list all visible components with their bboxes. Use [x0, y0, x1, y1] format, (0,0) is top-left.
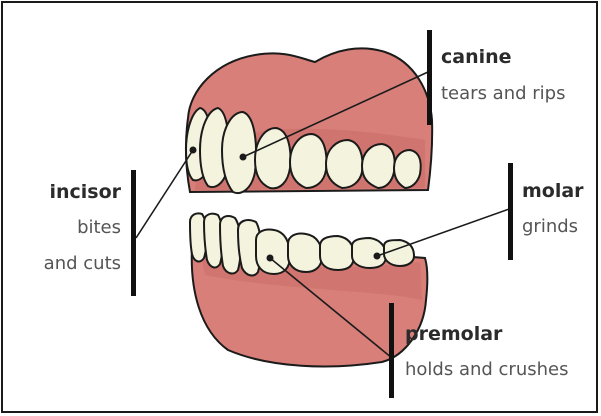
incisor-description-line2: and cuts: [20, 255, 121, 273]
incisor-label-bar: [131, 170, 136, 296]
incisor-description-line1: bites: [20, 219, 121, 237]
molar-pointer: [377, 208, 512, 256]
lower-premolar-2: [288, 233, 322, 272]
molar-label-bar: [508, 163, 513, 260]
upper-molar-2: [362, 144, 395, 188]
molar-description: grinds: [522, 218, 578, 236]
upper-molar-1: [326, 140, 362, 188]
incisor-pointer: [136, 150, 193, 238]
canine-description: tears and rips: [441, 85, 565, 103]
canine-label-bar: [427, 30, 432, 125]
canine-pointer-dot: [240, 154, 247, 161]
incisor-term: incisor: [20, 183, 121, 202]
premolar-term: premolar: [405, 325, 502, 344]
lower-premolar-1: [256, 229, 290, 274]
lower-molar-1: [320, 236, 354, 270]
upper-molar-3: [394, 150, 421, 188]
molar-term: molar: [522, 182, 584, 201]
incisor-pointer-dot: [190, 147, 197, 154]
lower-molar-2: [352, 238, 386, 268]
premolar-pointer-dot: [267, 255, 274, 262]
upper-premolar-2: [290, 134, 326, 188]
canine-term: canine: [441, 48, 512, 67]
molar-pointer-dot: [374, 253, 381, 260]
lower-teeth: [190, 213, 414, 275]
premolar-description: holds and crushes: [405, 361, 568, 379]
premolar-label-bar: [389, 303, 394, 398]
